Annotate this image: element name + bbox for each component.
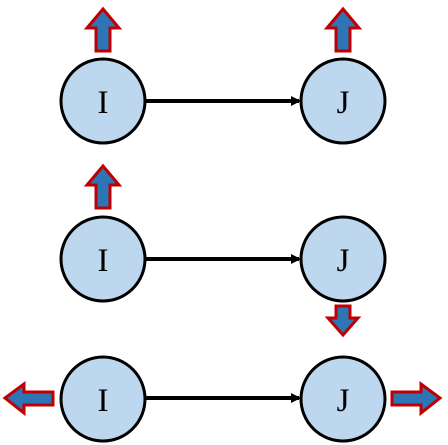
- node-i: [59, 355, 147, 443]
- node-j-label: J: [337, 243, 350, 279]
- node-i-label: I: [98, 85, 109, 121]
- source-left-arrow-icon: [2, 381, 55, 417]
- node-i-label: I: [98, 383, 109, 419]
- row-1: I J: [59, 6, 387, 145]
- target-down-arrow-icon: [324, 304, 362, 338]
- node-j: [299, 57, 387, 145]
- node-j: [299, 215, 387, 303]
- target-right-arrow-icon: [390, 381, 443, 417]
- row-2: I J: [59, 163, 387, 338]
- node-j-label: J: [337, 85, 350, 121]
- node-i: [59, 215, 147, 303]
- node-j: [299, 355, 387, 443]
- node-i: [59, 57, 147, 145]
- target-up-arrow-icon: [323, 6, 363, 53]
- node-i-label: I: [98, 243, 109, 279]
- node-j-label: J: [337, 383, 350, 419]
- row-3: I J: [2, 355, 443, 443]
- source-up-arrow-icon: [83, 6, 123, 53]
- source-up-arrow-icon: [83, 163, 123, 210]
